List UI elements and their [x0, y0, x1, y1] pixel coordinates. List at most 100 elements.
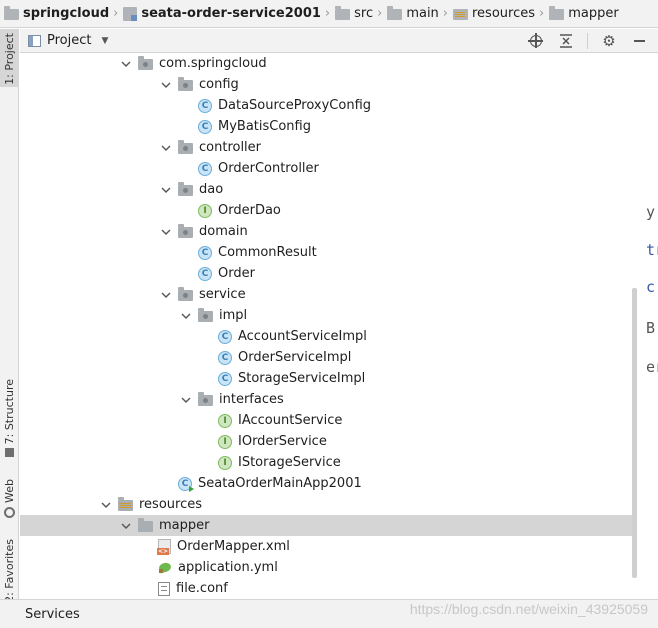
breadcrumb-item-resources[interactable]: resources: [453, 6, 535, 21]
class-icon: C: [198, 245, 212, 260]
tree-row[interactable]: application.yml: [20, 557, 632, 578]
interface-icon: I: [218, 434, 232, 449]
watermark: https://blog.csdn.net/weixin_43925059: [409, 601, 648, 617]
chevron-down-icon[interactable]: [120, 515, 132, 536]
tree-row[interactable]: OrderMapper.xml: [20, 536, 632, 557]
toolbar-divider: [587, 33, 588, 49]
chevron-down-icon[interactable]: [160, 221, 172, 242]
chevron-down-icon[interactable]: [160, 74, 172, 95]
chevron-down-icon[interactable]: [160, 137, 172, 158]
main-class-icon: C: [178, 476, 194, 492]
breadcrumb-item-springcloud[interactable]: springcloud: [4, 5, 109, 21]
tree-indent: [180, 158, 192, 179]
editor-text-fragment: c: [646, 278, 656, 296]
class-icon: C: [198, 98, 212, 113]
tree-row[interactable]: dao: [20, 179, 632, 200]
collapse-all-button[interactable]: [557, 32, 575, 50]
resources-folder-icon: [118, 497, 133, 511]
tree-row-label: OrderServiceImpl: [238, 350, 352, 365]
tree-scrollbar[interactable]: [632, 288, 637, 578]
tool-tab-web[interactable]: Web: [0, 475, 19, 523]
folder-icon: [549, 5, 565, 20]
chevron-down-icon[interactable]: [120, 53, 132, 74]
tree-row[interactable]: mapper: [20, 515, 632, 536]
chevron-down-icon[interactable]: [100, 494, 112, 515]
tree-row[interactable]: file.conf: [20, 578, 632, 599]
breadcrumb-separator: ›: [324, 6, 331, 21]
tree-row-label: SeataOrderMainApp2001: [198, 476, 362, 491]
tree-row[interactable]: C CommonResult: [20, 242, 632, 263]
breadcrumb-separator: ›: [113, 6, 119, 21]
services-tab[interactable]: Services: [25, 606, 80, 622]
tree-row[interactable]: com.springcloud: [20, 53, 632, 74]
tree-row-label: file.conf: [176, 581, 228, 596]
tool-tab-project-label: 1: Project: [3, 33, 16, 85]
tree-row[interactable]: controller: [20, 137, 632, 158]
tree-row-label: OrderMapper.xml: [177, 539, 290, 554]
tree-indent: [140, 557, 152, 578]
tool-tab-project[interactable]: 1: Project: [0, 29, 19, 87]
chevron-down-icon[interactable]: [160, 179, 172, 200]
breadcrumb-item-src[interactable]: src: [335, 5, 373, 21]
chevron-down-icon[interactable]: [180, 389, 192, 410]
package-icon: [198, 308, 213, 322]
tree-row[interactable]: C SeataOrderMainApp2001: [20, 473, 632, 494]
package-icon: [178, 182, 193, 196]
hide-panel-button[interactable]: [630, 32, 648, 50]
class-icon: C: [198, 266, 212, 281]
tool-tab-structure[interactable]: 7: Structure: [0, 375, 19, 461]
xml-file-icon: [157, 539, 171, 555]
breadcrumb-item-mapper[interactable]: mapper: [549, 5, 619, 21]
breadcrumb-separator: ›: [539, 6, 545, 21]
tree-indent: [180, 263, 192, 284]
folder-icon: [4, 5, 19, 20]
tree-row[interactable]: config: [20, 74, 632, 95]
editor-text-fragment: B: [646, 319, 656, 337]
project-window-icon: [28, 34, 41, 47]
tree-row-label: CommonResult: [218, 245, 317, 260]
locate-button[interactable]: [527, 32, 545, 50]
folder-icon: [387, 5, 403, 20]
chevron-down-icon[interactable]: [180, 305, 192, 326]
breadcrumb-item-main[interactable]: main: [387, 5, 439, 21]
tree-row[interactable]: service: [20, 284, 632, 305]
folder-icon: [335, 5, 351, 20]
tree-row-label: AccountServiceImpl: [238, 329, 367, 344]
yml-file-icon: [158, 561, 172, 574]
tree-row-label: config: [199, 77, 239, 92]
tree-row[interactable]: resources: [20, 494, 632, 515]
tree-row-label: com.springcloud: [159, 56, 267, 71]
breadcrumb: springcloud › seata-order-service2001 › …: [0, 0, 658, 28]
tree-row-label: interfaces: [219, 392, 284, 407]
collapse-all-icon: [560, 34, 572, 48]
tree-row[interactable]: C Order: [20, 263, 632, 284]
package-icon: [178, 140, 193, 154]
tree-row[interactable]: interfaces: [20, 389, 632, 410]
locate-icon: [528, 33, 543, 48]
chevron-down-icon[interactable]: [160, 284, 172, 305]
project-panel-toolbar: ⚙: [527, 32, 648, 50]
tool-tab-favorites-label: 2: Favorites: [3, 539, 16, 603]
package-icon: [198, 392, 213, 406]
tree-row-label: Order: [218, 266, 255, 281]
breadcrumb-item-module[interactable]: seata-order-service2001: [123, 6, 321, 21]
settings-button[interactable]: ⚙: [600, 32, 618, 50]
tree-row[interactable]: impl: [20, 305, 632, 326]
project-view-selector[interactable]: Project ▼: [28, 33, 108, 48]
tree-row-label: application.yml: [178, 560, 278, 575]
tool-tab-structure-label: 7: Structure: [3, 379, 16, 445]
interface-icon: I: [218, 455, 232, 470]
resources-folder-icon: [453, 8, 468, 20]
tree-row[interactable]: domain: [20, 221, 632, 242]
